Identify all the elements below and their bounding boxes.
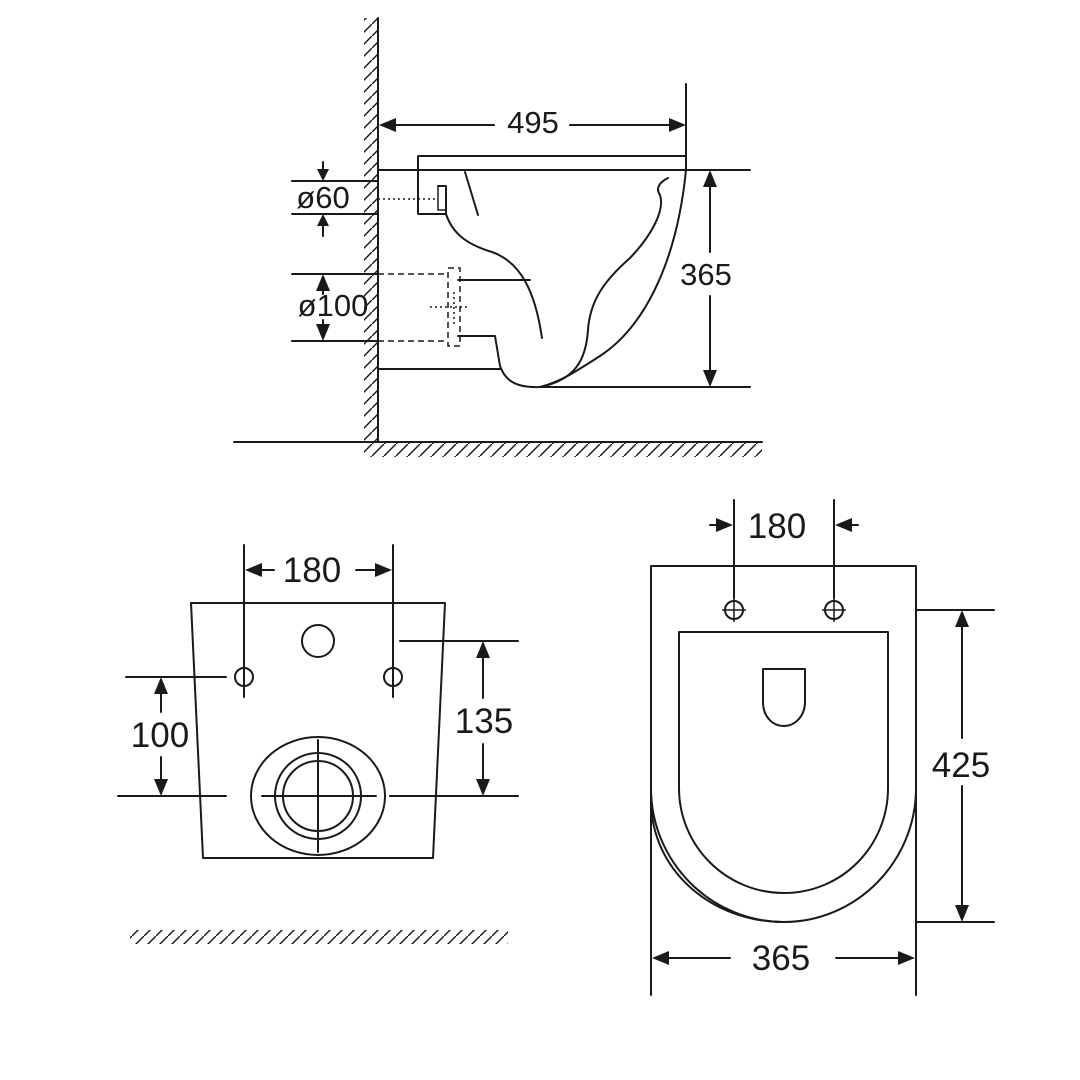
dim-inlet-diameter: ø60 bbox=[291, 161, 379, 237]
outlet-opening bbox=[250, 736, 386, 856]
dim-label: 425 bbox=[932, 746, 990, 785]
dim-label: 180 bbox=[283, 551, 341, 590]
dim-length-425: 425 bbox=[915, 609, 995, 923]
wall bbox=[364, 17, 379, 443]
dim-label: ø100 bbox=[298, 288, 369, 323]
inlet-hole bbox=[301, 624, 335, 658]
dim-height-365: 365 bbox=[680, 170, 732, 387]
dim-bolt-to-outlet: 100 bbox=[117, 676, 227, 797]
dim-bolt-spacing-top: 180 bbox=[709, 499, 859, 599]
flush-opening bbox=[762, 668, 806, 727]
dim-label: 100 bbox=[131, 716, 189, 755]
dim-label: ø60 bbox=[296, 180, 349, 215]
rear-outline bbox=[190, 602, 446, 859]
seat-bolt-right bbox=[822, 598, 846, 622]
dim-inlet-to-outlet: 135 bbox=[389, 640, 519, 797]
dim-label: 135 bbox=[455, 702, 513, 741]
top-view: 180 425 365 bbox=[650, 499, 995, 996]
dim-bolt-spacing-rear: 180 bbox=[243, 544, 394, 698]
dim-label: 495 bbox=[507, 105, 559, 140]
seat-bolt-left bbox=[722, 598, 746, 622]
toilet-side-profile bbox=[377, 155, 751, 389]
dim-width-495: 495 bbox=[379, 83, 687, 157]
floor bbox=[233, 441, 763, 457]
dim-label: 365 bbox=[752, 939, 810, 978]
dim-width-365: 365 bbox=[650, 787, 917, 996]
side-view: 495 365 ø60 ø100 bbox=[233, 17, 763, 457]
dim-label: 365 bbox=[680, 257, 732, 292]
dim-label: 180 bbox=[748, 507, 806, 546]
dim-outlet-diameter: ø100 bbox=[291, 273, 379, 342]
rear-floor bbox=[130, 930, 508, 944]
rear-view: 180 100 135 bbox=[117, 544, 519, 944]
top-outer-outline bbox=[650, 565, 917, 923]
top-inner-rim bbox=[678, 631, 889, 894]
